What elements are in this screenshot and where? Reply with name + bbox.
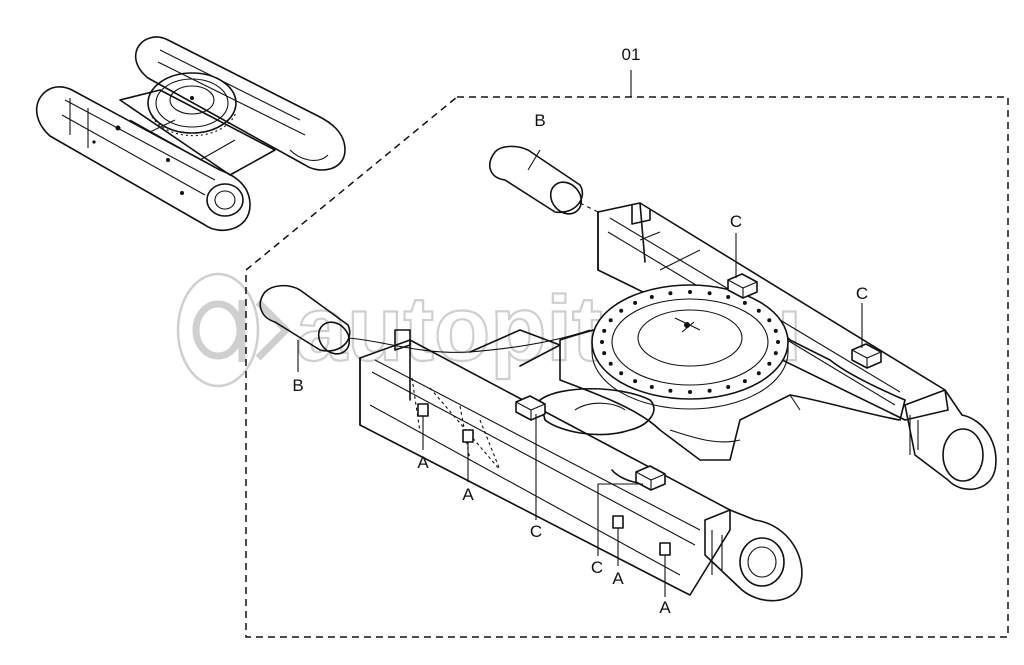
bolt-hole — [602, 351, 607, 356]
bolt-hole — [756, 308, 761, 313]
bolt-hole — [767, 361, 772, 366]
block-a-2 — [462, 429, 474, 443]
watermark-logo — [176, 272, 291, 388]
pin-b-upper — [489, 145, 584, 215]
callout-b-1: B — [534, 111, 545, 130]
bolt-hole — [649, 385, 654, 389]
bolt-hole — [767, 318, 772, 323]
pad-c-3 — [727, 273, 758, 299]
bolt-hole — [668, 388, 673, 393]
leader-lines — [297, 149, 863, 597]
bolt-hole — [688, 390, 692, 394]
front-side-frame — [359, 329, 803, 602]
pad-c-1 — [515, 395, 546, 421]
block-a-3 — [612, 515, 624, 529]
callout-a-4: A — [659, 598, 671, 617]
group-boundary — [245, 96, 1009, 638]
center-frame — [559, 284, 906, 461]
callout-c-3: C — [730, 212, 742, 231]
bolt-hole — [633, 300, 638, 305]
bolt-hole — [600, 340, 604, 344]
bolt-hole — [707, 291, 712, 296]
pad-c-4 — [851, 343, 882, 369]
bolt-hole — [608, 318, 613, 323]
bolt-hole — [619, 371, 624, 376]
bolt-hole — [726, 295, 731, 299]
block-a-4 — [659, 542, 671, 556]
bolt-hole — [773, 351, 778, 356]
callout-c-2: C — [591, 558, 603, 577]
bolt-hole — [742, 379, 747, 384]
bolt-hole — [742, 300, 747, 305]
callout-a-2: A — [462, 485, 474, 504]
bolt-hole — [649, 295, 654, 299]
bolt-hole — [668, 291, 673, 296]
overview-thumbnail — [35, 36, 346, 232]
bolt-hole — [608, 361, 613, 366]
pin-b-lower — [259, 284, 351, 355]
group-label: 01 — [622, 45, 641, 64]
bolt-hole — [756, 371, 761, 376]
pin-b-lower-axis — [347, 329, 591, 353]
bolt-hole — [707, 388, 712, 393]
callout-a-1: A — [417, 453, 429, 472]
bolt-hole — [619, 308, 624, 313]
callout-b-2: B — [292, 376, 303, 395]
ring-bolt-holes — [600, 290, 780, 394]
block-a-1 — [417, 403, 429, 417]
bolt-hole — [773, 328, 778, 333]
rear-side-frame — [597, 202, 997, 491]
bolt-hole — [602, 328, 607, 333]
callout-a-3: A — [612, 569, 624, 588]
pad-c-2 — [635, 465, 666, 491]
pin-b-upper-axis — [579, 202, 599, 213]
bolt-hole — [776, 340, 780, 344]
callout-c-1: C — [530, 522, 542, 541]
bolt-hole — [726, 385, 731, 389]
bolt-hole — [633, 379, 638, 384]
callout-c-4: C — [856, 284, 868, 303]
bolt-hole — [688, 290, 692, 294]
